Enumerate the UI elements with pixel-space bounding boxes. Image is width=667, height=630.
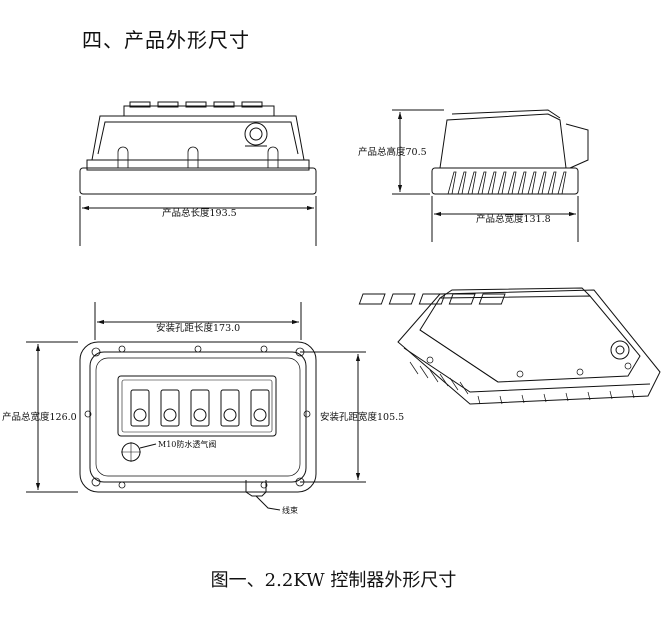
side-total-width-label: 产品总宽度131.8 <box>476 213 551 225</box>
isometric-view <box>358 287 661 405</box>
side-total-height-label: 产品总高度70.5 <box>358 146 427 158</box>
figure-caption: 图一、2.2KW 控制器外形尺寸 <box>210 570 457 591</box>
mount-hole-length-label: 安装孔距长度173.0 <box>156 322 240 334</box>
side-view <box>392 109 589 242</box>
terminal-u-label: U <box>257 399 265 409</box>
front-view <box>79 101 317 246</box>
section-heading: 四、产品外形尺寸 <box>82 28 250 52</box>
terminal-v-label: V <box>196 399 205 409</box>
top-total-width-label: 产品总宽度126.0 <box>2 411 77 423</box>
terminal-w-label: W <box>135 399 147 409</box>
mount-hole-width-label: 安装孔距宽度105.5 <box>320 411 404 423</box>
vent-valve-label: M10防水透气阀 <box>158 439 216 449</box>
terminal-b-minus-label: B- <box>164 399 176 409</box>
front-total-length-label: 产品总长度193.5 <box>162 207 237 219</box>
terminal-b-plus-label: B+ <box>223 399 238 409</box>
top-view <box>26 302 366 511</box>
cable-label: 线束 <box>282 505 298 515</box>
